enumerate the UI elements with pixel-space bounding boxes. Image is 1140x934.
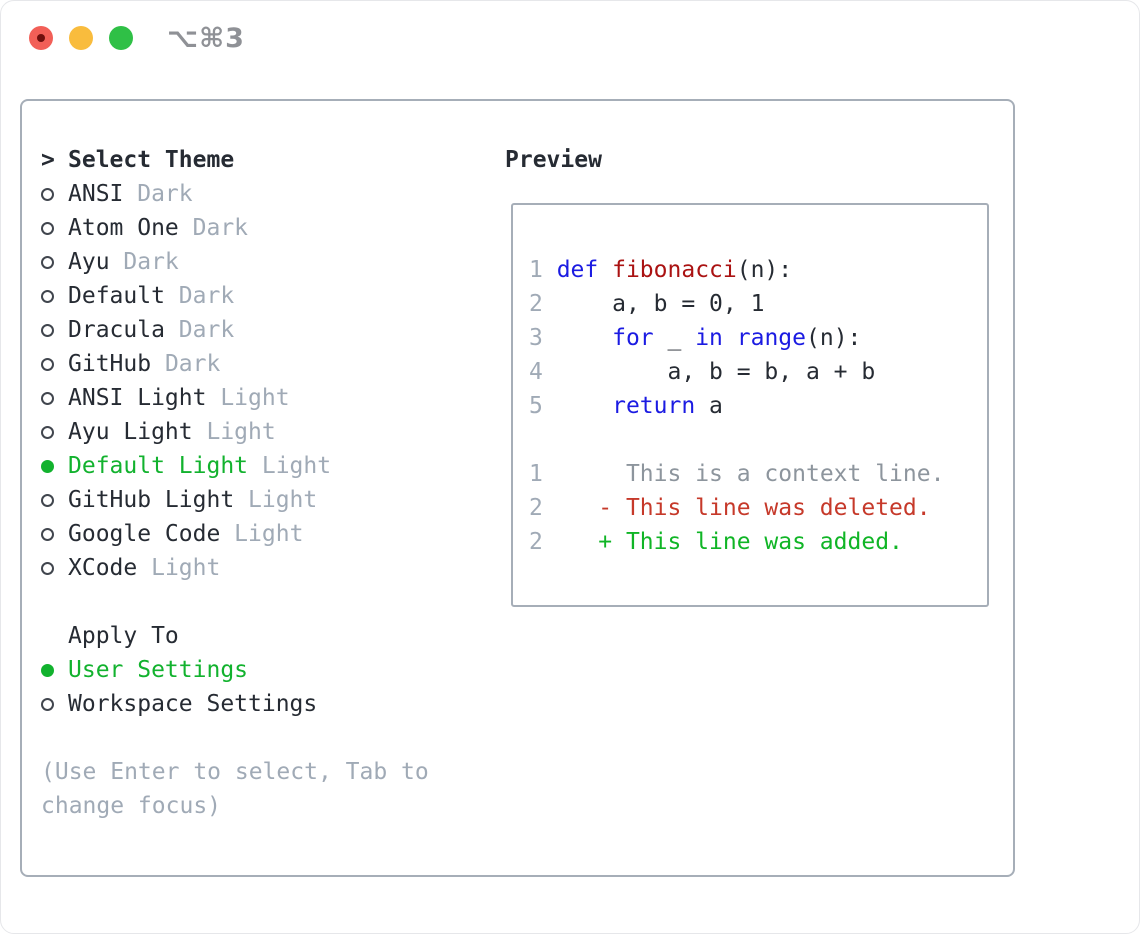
theme-option[interactable]: XCode Light	[41, 551, 481, 585]
code-line: 2 + This line was added.	[529, 529, 903, 555]
code-line: 1 This is a context line.	[529, 461, 945, 487]
apply-option-label: Workspace Settings	[68, 691, 318, 717]
radio-unselected-icon	[41, 527, 68, 541]
theme-option[interactable]: ANSI Dark	[41, 177, 481, 211]
theme-name: Default Light	[68, 453, 249, 479]
radio-unselected-icon	[41, 255, 68, 269]
theme-variant-tag: Dark	[178, 215, 249, 241]
radio-unselected-icon	[41, 187, 68, 201]
radio-unselected-icon	[41, 561, 68, 575]
spacer	[41, 721, 481, 755]
apply-option[interactable]: User Settings	[41, 653, 481, 687]
code-line: 3 for _ in range(n):	[529, 325, 862, 351]
theme-option[interactable]: Google Code Light	[41, 517, 481, 551]
theme-name: Ayu	[68, 249, 110, 275]
apply-option-label: User Settings	[68, 657, 249, 683]
theme-name: Google Code	[68, 521, 221, 547]
theme-variant-tag: Dark	[123, 181, 193, 207]
apply-to-header-row: Apply To	[41, 619, 481, 653]
help-line-2: change focus)	[41, 793, 222, 819]
theme-variant-tag: Light	[206, 385, 290, 411]
minimize-button[interactable]	[69, 26, 93, 50]
theme-name: Dracula	[68, 317, 165, 343]
apply-option[interactable]: Workspace Settings	[41, 687, 481, 721]
radio-unselected-icon	[41, 697, 68, 711]
close-button[interactable]	[29, 26, 53, 50]
radio-selected-icon	[41, 459, 68, 473]
preview-column: Preview 1 def fibonacci(n): 2 a, b = 0, 1…	[505, 143, 1005, 607]
code-preview: 1 def fibonacci(n): 2 a, b = 0, 1 3 for _ …	[513, 205, 987, 559]
window-shortcut-label: ⌥⌘3	[167, 23, 245, 54]
theme-variant-tag: Dark	[151, 351, 221, 377]
theme-name: ANSI	[68, 181, 124, 207]
radio-unselected-icon	[41, 323, 68, 337]
theme-variant-tag: Dark	[164, 283, 235, 309]
theme-name: GitHub	[68, 351, 152, 377]
theme-option[interactable]: Atom One Dark	[41, 211, 481, 245]
theme-variant-tag: Light	[137, 555, 221, 581]
spacer	[41, 585, 481, 619]
theme-option[interactable]: Default Dark	[41, 279, 481, 313]
titlebar: ⌥⌘3	[1, 1, 1139, 75]
code-line: 1 def fibonacci(n):	[529, 257, 793, 283]
select-theme-header-row: > Select Theme	[41, 143, 481, 177]
select-theme-title: Select Theme	[68, 147, 235, 173]
theme-name: Default	[68, 283, 165, 309]
help-line-1: (Use Enter to select, Tab to	[41, 759, 429, 785]
radio-unselected-icon	[41, 391, 68, 405]
maximize-button[interactable]	[109, 26, 133, 50]
radio-selected-icon	[41, 663, 68, 677]
theme-name: GitHub Light	[68, 487, 235, 513]
theme-name: Ayu Light	[68, 419, 193, 445]
theme-option[interactable]: ANSI Light Light	[41, 381, 481, 415]
code-line: 5 return a	[529, 393, 723, 419]
radio-unselected-icon	[41, 425, 68, 439]
theme-name: ANSI Light	[68, 385, 207, 411]
apply-to-title: Apply To	[68, 623, 179, 649]
theme-variant-tag: Light	[192, 419, 276, 445]
theme-option[interactable]: Dracula Dark	[41, 313, 481, 347]
close-dot-icon	[37, 34, 45, 42]
theme-variant-tag: Light	[234, 487, 318, 513]
radio-unselected-icon	[41, 221, 68, 235]
theme-variant-tag: Dark	[109, 249, 179, 275]
theme-name: XCode	[68, 555, 138, 581]
theme-variant-tag: Dark	[164, 317, 235, 343]
code-line: 2 a, b = 0, 1	[529, 291, 765, 317]
code-line: 4 a, b = b, a + b	[529, 359, 876, 385]
theme-option[interactable]: Ayu Dark	[41, 245, 481, 279]
theme-option[interactable]: Ayu Light Light	[41, 415, 481, 449]
theme-option[interactable]: GitHub Light Light	[41, 483, 481, 517]
help-text: (Use Enter to select, Tab to change focu…	[41, 755, 481, 823]
preview-title: Preview	[505, 147, 602, 173]
theme-option[interactable]: GitHub Dark	[41, 347, 481, 381]
theme-variant-tag: Light	[248, 453, 332, 479]
theme-name: Atom One	[68, 215, 179, 241]
radio-unselected-icon	[41, 289, 68, 303]
prompt-caret-icon: >	[41, 147, 55, 173]
code-line: 2 - This line was deleted.	[529, 495, 931, 521]
radio-unselected-icon	[41, 357, 68, 371]
code-line	[529, 423, 987, 457]
theme-variant-tag: Light	[220, 521, 304, 547]
theme-option[interactable]: Default Light Light	[41, 449, 481, 483]
preview-box: 1 def fibonacci(n): 2 a, b = 0, 1 3 for _ …	[511, 203, 989, 607]
radio-unselected-icon	[41, 493, 68, 507]
